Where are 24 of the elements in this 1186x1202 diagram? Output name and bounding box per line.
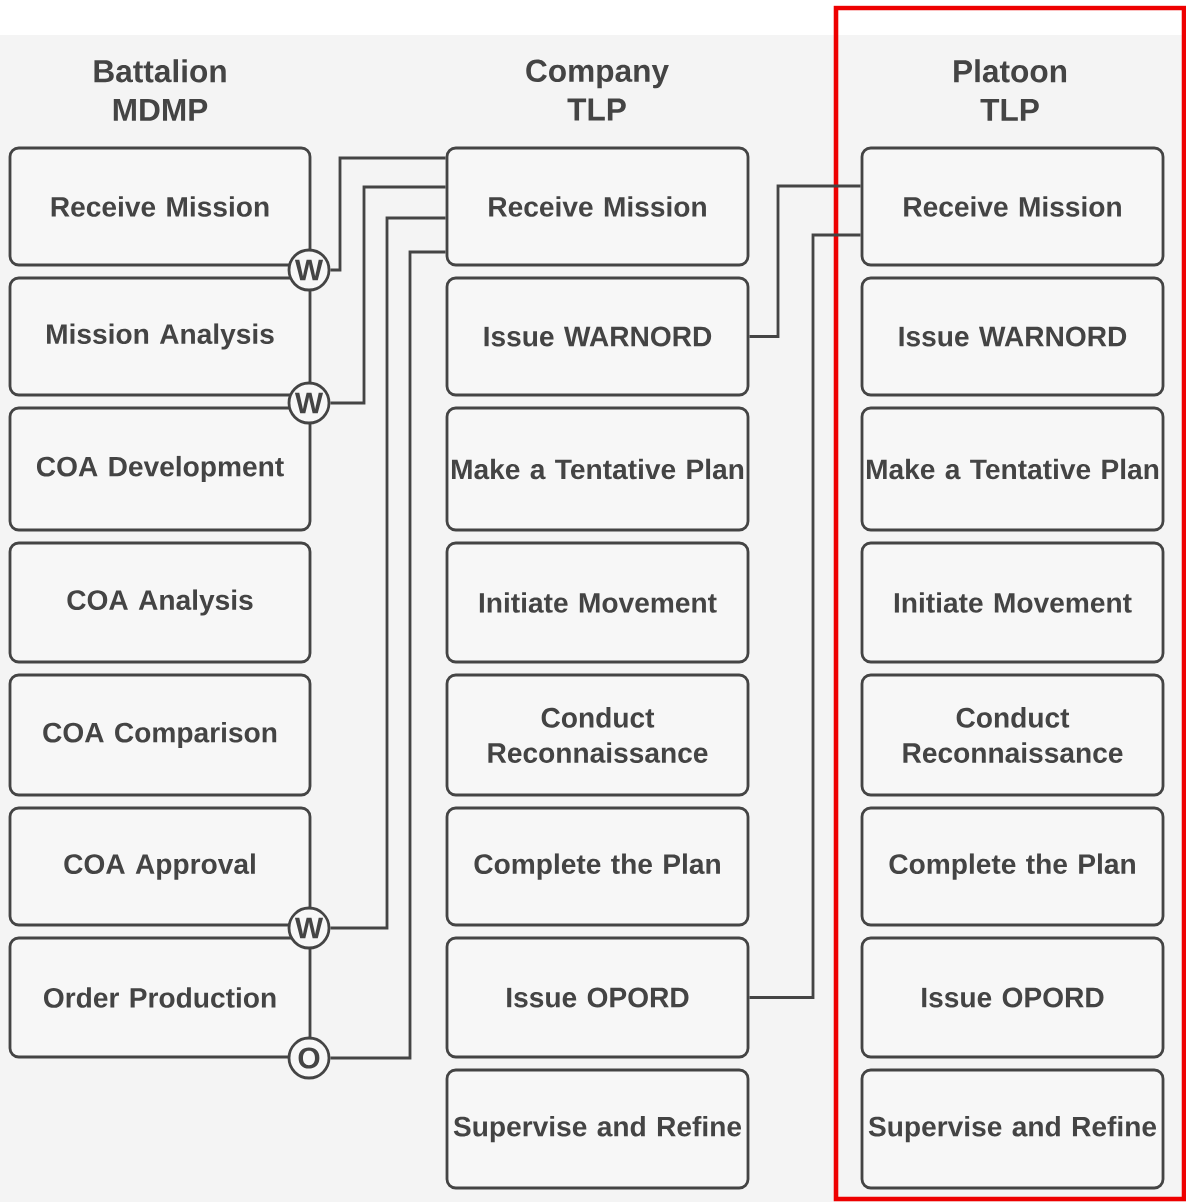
connector-line bbox=[749, 233, 861, 999]
process-box: Make a Tentative Plan bbox=[445, 406, 750, 532]
process-box: Issue WARNORD bbox=[445, 276, 750, 397]
process-box: Receive Mission bbox=[860, 146, 1165, 267]
process-box: Initiate Movement bbox=[445, 541, 750, 664]
connector-line bbox=[749, 184, 861, 338]
connector-line bbox=[330, 185, 446, 405]
connector-line bbox=[330, 250, 446, 1060]
process-box: Receive Mission bbox=[445, 146, 750, 267]
process-box: Complete the Plan bbox=[860, 806, 1165, 927]
process-box: COA Analysis bbox=[8, 541, 312, 664]
connector-line bbox=[330, 156, 446, 272]
process-box: Supervise and Refine bbox=[860, 1068, 1165, 1190]
process-box: Initiate Movement bbox=[860, 541, 1165, 664]
connector-line bbox=[330, 216, 446, 930]
process-box: Conduct Reconnaissance bbox=[860, 673, 1165, 797]
process-box: Complete the Plan bbox=[445, 806, 750, 927]
process-box: Make a Tentative Plan bbox=[860, 406, 1165, 532]
process-box: Conduct Reconnaissance bbox=[445, 673, 750, 797]
process-box: Issue OPORD bbox=[860, 936, 1165, 1059]
process-box: Supervise and Refine bbox=[445, 1068, 750, 1190]
process-box: COA Comparison bbox=[8, 673, 312, 797]
process-box: Issue WARNORD bbox=[860, 276, 1165, 397]
process-box: Issue OPORD bbox=[445, 936, 750, 1059]
